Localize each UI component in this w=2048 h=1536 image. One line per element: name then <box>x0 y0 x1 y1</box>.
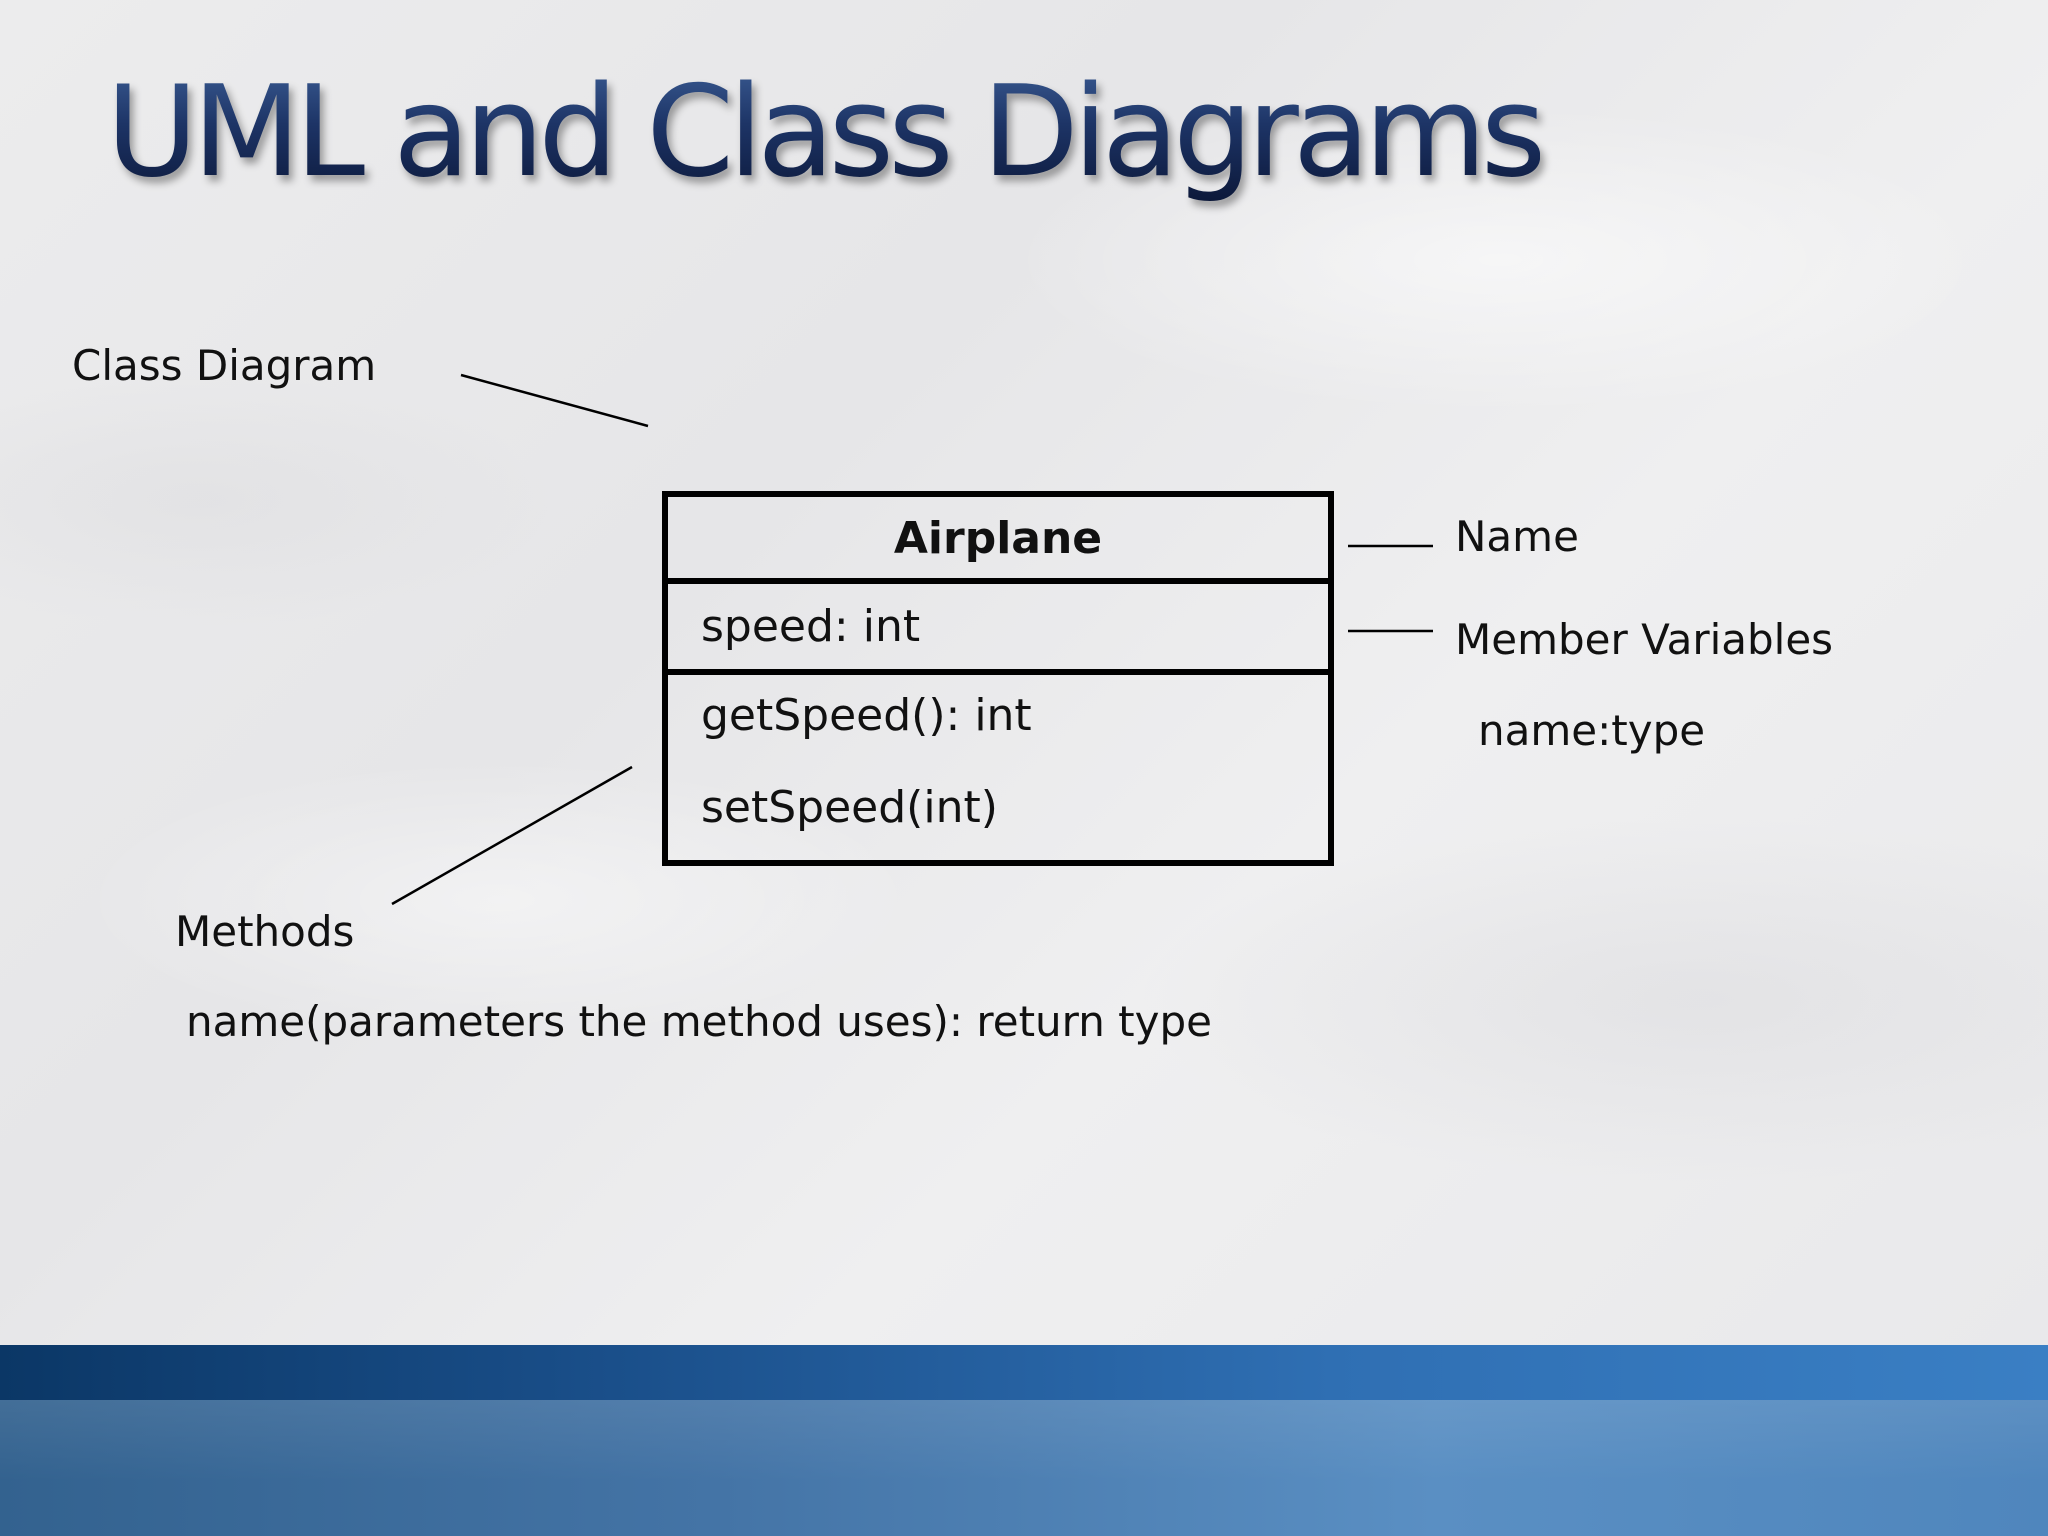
methods-format-label: name(parameters the method uses): return… <box>186 997 1212 1046</box>
uml-method: setSpeed(int) <box>701 782 998 833</box>
uml-class-name-section: Airplane <box>668 497 1328 584</box>
footer-band-top <box>0 1345 2048 1400</box>
member-variables-label: Member Variables <box>1455 615 1834 664</box>
slide-title: UML and Class Diagrams <box>106 58 1546 205</box>
uml-attributes-section: speed: int <box>668 584 1328 675</box>
footer-band <box>0 1400 2048 1536</box>
uml-methods-section: getSpeed(): int setSpeed(int) <box>668 675 1328 860</box>
name-label: Name <box>1455 512 1579 561</box>
member-variables-format-label: name:type <box>1478 706 1706 755</box>
class-diagram-pointer-line <box>460 373 649 428</box>
methods-pointer-line <box>391 765 633 906</box>
methods-label: Methods <box>175 907 355 956</box>
uml-class-box: Airplane speed: int getSpeed(): int setS… <box>662 491 1334 866</box>
uml-attribute: speed: int <box>701 601 921 652</box>
uml-method: getSpeed(): int <box>701 690 1032 741</box>
class-diagram-label: Class Diagram <box>72 341 377 390</box>
uml-class-name: Airplane <box>893 513 1103 564</box>
footer-glow <box>0 1400 2048 1536</box>
